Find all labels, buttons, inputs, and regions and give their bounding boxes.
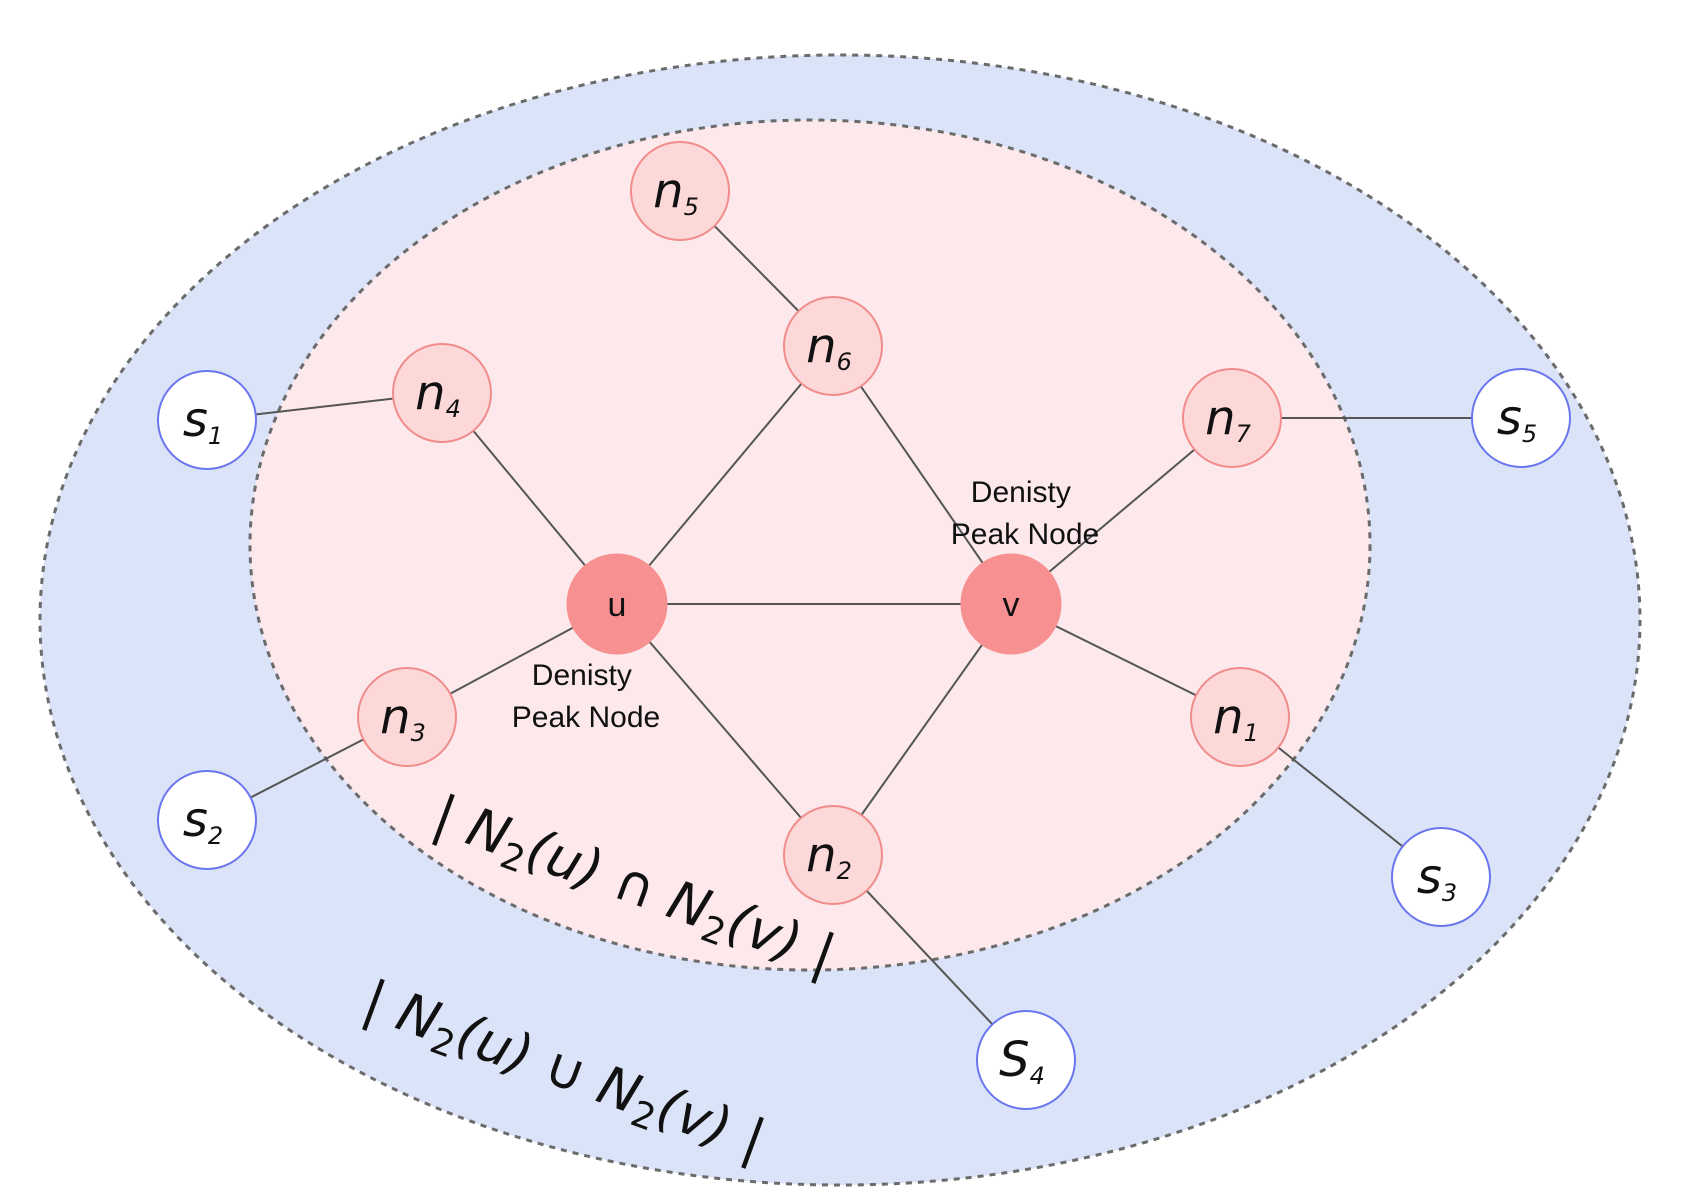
node-u-circle [566,553,668,655]
node-n3-subscript: 3 [411,719,426,747]
node-n6-circle [783,296,883,396]
node-s2-base: s [183,792,208,848]
node-n5-subscript: 5 [684,193,699,221]
node-s2-label: s2 [183,792,223,850]
node-n7-subscript: 7 [1236,420,1252,448]
node-v-label: v [1003,586,1020,624]
node-s1-circle [157,370,257,470]
node-s3: s3 [1391,827,1491,927]
node-s2-circle [157,770,257,870]
peak-label-v: Denisty Peak Node [951,476,1099,551]
node-n2-base: n [806,827,836,883]
node-s2-subscript: 2 [208,822,223,850]
node-n2-subscript: 2 [837,857,852,885]
peak-label-u-line1: Denisty [532,659,632,692]
node-s4-circle [976,1010,1076,1110]
node-n7-base: n [1205,390,1235,446]
node-n5: n5 [630,141,730,241]
node-n3-circle [357,667,457,767]
edge-u-n2 [616,603,834,856]
node-s4-label: S4 [999,1032,1045,1090]
node-n5-circle [630,141,730,241]
node-s3-subscript: 3 [1442,879,1457,907]
node-n5-label: n5 [653,163,699,221]
node-s1-subscript: 1 [208,422,223,450]
node-v: v [960,553,1062,655]
node-s4-subscript: 4 [1030,1062,1045,1090]
node-n1-label: n1 [1213,689,1259,747]
node-n5-base: n [653,163,683,219]
node-n6: n6 [783,296,883,396]
intersection-region-ellipse [248,118,1372,972]
edge-u-n6 [616,345,834,605]
node-n7-label: n7 [1205,390,1251,448]
node-n7-circle [1182,368,1282,468]
node-n3-base: n [380,689,410,745]
peak-label-u-line2: Peak Node [512,701,660,734]
node-s1: s1 [157,370,257,470]
node-s3-base: s [1417,849,1442,905]
node-n4-base: n [415,365,445,421]
node-n6-base: n [806,318,836,374]
node-n6-subscript: 6 [837,348,852,376]
peak-label-v-line1: Denisty [971,476,1071,509]
node-n6-label: n6 [806,318,852,376]
node-s3-label: s3 [1417,849,1457,907]
node-v-circle [960,553,1062,655]
node-n2-label: n2 [806,827,852,885]
node-s5-label: s5 [1497,390,1537,448]
edge-v-n6 [832,345,1012,605]
node-n7: n7 [1182,368,1282,468]
node-n4-subscript: 4 [446,395,461,423]
node-n2: n2 [783,805,883,905]
node-s5-subscript: 5 [1522,420,1537,448]
node-s4: S4 [976,1010,1076,1110]
node-n3: n3 [357,667,457,767]
node-s1-base: s [183,392,208,448]
node-s5: s5 [1471,368,1571,468]
node-s5-base: s [1497,390,1522,446]
node-s3-circle [1391,827,1491,927]
node-n4-label: n4 [415,365,461,423]
node-n4: n4 [392,343,492,443]
node-s2: s2 [157,770,257,870]
node-n1-base: n [1213,689,1243,745]
node-n1-circle [1190,667,1290,767]
node-u: u [566,553,668,655]
node-s5-circle [1471,368,1571,468]
node-n1: n1 [1190,667,1290,767]
node-n4-circle [392,343,492,443]
node-n1-subscript: 1 [1244,719,1259,747]
peak-label-v-line2: Peak Node [951,518,1099,551]
edge-v-n2 [832,603,1012,856]
node-n2-circle [783,805,883,905]
node-s1-label: s1 [183,392,223,450]
peak-label-u: Denisty Peak Node [512,659,660,734]
node-s4-base: S [999,1032,1029,1088]
node-n3-label: n3 [380,689,426,747]
node-u-label: u [608,586,627,624]
